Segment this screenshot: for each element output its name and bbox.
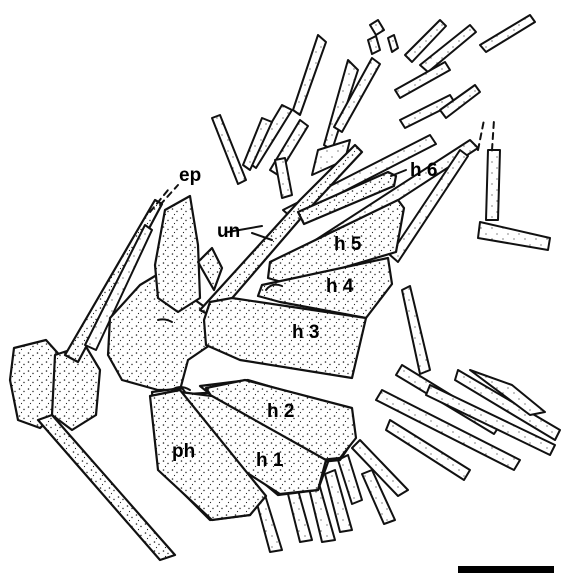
epural-bone [155,196,200,312]
label-h2: h 2 [267,401,294,422]
label-h3: h 3 [292,322,319,343]
label-h6: h 6 [410,160,437,181]
label-h4: h 4 [326,276,354,297]
scale-bar [458,566,554,573]
epural-process [198,248,222,290]
label-h1: h 1 [256,450,284,471]
label-un: un [217,221,240,242]
label-h5: h 5 [334,234,362,255]
label-ep: ep [179,165,201,186]
label-ph: ph [172,441,195,462]
